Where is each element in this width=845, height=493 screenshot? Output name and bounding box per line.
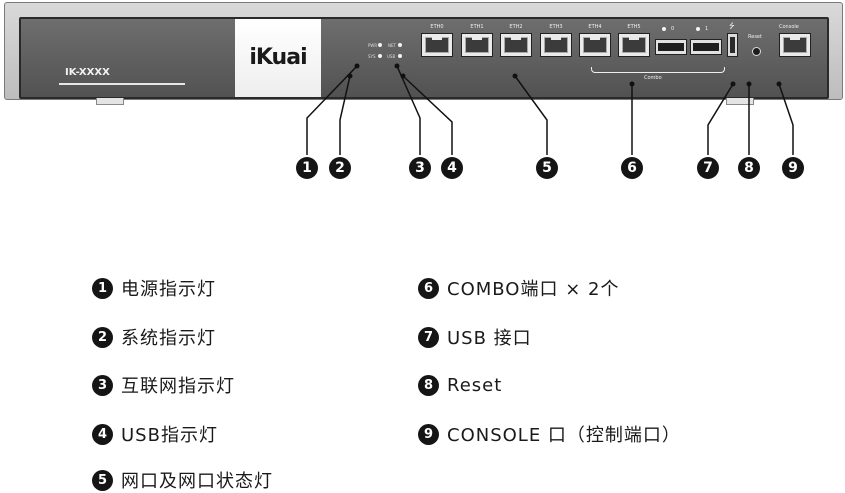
- sfp1-led: [696, 27, 700, 31]
- callout-8: 8: [738, 157, 760, 179]
- combo-label: Combo: [644, 75, 662, 81]
- combo-bracket: [591, 67, 725, 73]
- legend-number-6: 6: [418, 277, 439, 299]
- led-sys: [378, 54, 382, 58]
- callout-2: 2: [329, 157, 351, 179]
- callout-9: 9: [782, 157, 804, 179]
- legend-item-1: 1 电源指示灯: [92, 276, 216, 300]
- router-front-panel: IK-XXXX iKuai PWR NET SYS USB ETH0 ETH1 …: [4, 2, 843, 100]
- callout-7: 7: [697, 157, 719, 179]
- leader-3: [396, 65, 421, 155]
- legend-number-2: 2: [92, 326, 113, 348]
- leader-4: [402, 75, 453, 155]
- legend-number-3: 3: [92, 374, 113, 396]
- usb-symbol-icon: ⭍: [729, 22, 735, 30]
- led-label-sys: SYS: [368, 54, 376, 59]
- eth0-label: ETH0: [430, 24, 444, 30]
- legend-text-4: USB指示灯: [121, 425, 218, 446]
- usb-port: [727, 33, 738, 57]
- legend-number-8: 8: [418, 374, 439, 396]
- legend-item-9: 9 CONSOLE 口（控制端口）: [418, 422, 681, 446]
- device-foot-left: [96, 98, 124, 105]
- callout-3: 3: [409, 157, 431, 179]
- leader-9: [778, 83, 794, 155]
- led-label-pwr: PWR: [368, 43, 378, 48]
- legend-number-7: 7: [418, 326, 439, 348]
- eth3-port: [540, 33, 572, 57]
- callout-1: 1: [296, 157, 318, 179]
- model-underline: [59, 83, 185, 85]
- legend-text-8: Reset: [447, 374, 503, 396]
- legend-item-2: 2 系统指示灯: [92, 325, 216, 349]
- eth4-port: [579, 33, 611, 57]
- leader-2: [339, 75, 351, 155]
- led-usb: [398, 54, 402, 58]
- legend-item-3: 3 互联网指示灯: [92, 373, 235, 397]
- eth0-port: [421, 33, 453, 57]
- legend-item-5: 5 网口及网口状态灯: [92, 468, 273, 492]
- model-name: IK-XXXX: [65, 67, 110, 78]
- eth3-label: ETH3: [549, 24, 563, 30]
- brand-plate: iKuai: [235, 19, 321, 97]
- legend-number-5: 5: [92, 469, 113, 491]
- console-port: [779, 33, 811, 57]
- sfp0-label: 0: [671, 26, 675, 32]
- leader-1: [306, 65, 358, 155]
- legend-number-9: 9: [418, 423, 439, 445]
- sfp0-port: [655, 39, 687, 55]
- callout-leader-lines: [306, 63, 794, 155]
- legend-item-8: 8 Reset: [418, 373, 502, 397]
- legend-number-1: 1: [92, 277, 113, 299]
- eth1-port: [461, 33, 493, 57]
- eth2-port: [500, 33, 532, 57]
- led-pwr: [378, 43, 382, 47]
- led-net: [398, 43, 402, 47]
- legend-text-5: 网口及网口状态灯: [121, 471, 273, 492]
- legend-item-6: 6 COMBO端口 × 2个: [418, 276, 619, 300]
- callout-4: 4: [441, 157, 463, 179]
- legend-item-7: 7 USB 接口: [418, 325, 532, 349]
- sfp1-port: [690, 39, 722, 55]
- reset-button-hole: [752, 47, 761, 56]
- eth2-label: ETH2: [509, 24, 523, 30]
- sfp1-label: 1: [705, 26, 709, 32]
- legend-text-7: USB 接口: [447, 328, 532, 349]
- callout-5: 5: [536, 157, 558, 179]
- legend-text-9: CONSOLE 口（控制端口）: [447, 425, 681, 446]
- legend-item-4: 4 USB指示灯: [92, 422, 218, 446]
- leader-7: [707, 83, 734, 155]
- leader-5: [514, 75, 548, 155]
- legend-text-2: 系统指示灯: [121, 328, 216, 349]
- sfp0-led: [662, 27, 666, 31]
- legend-text-3: 互联网指示灯: [121, 376, 235, 397]
- eth5-label: ETH5: [627, 24, 641, 30]
- panel-face: IK-XXXX iKuai PWR NET SYS USB ETH0 ETH1 …: [19, 17, 829, 99]
- console-label: Console: [779, 24, 799, 30]
- reset-label: Reset: [748, 34, 762, 40]
- led-label-usb: USB: [387, 54, 396, 59]
- legend-text-6: COMBO端口 × 2个: [447, 279, 620, 300]
- legend-number-4: 4: [92, 423, 113, 445]
- brand-logo: iKuai: [249, 45, 307, 70]
- eth5-port: [618, 33, 650, 57]
- eth4-label: ETH4: [588, 24, 602, 30]
- eth1-label: ETH1: [470, 24, 484, 30]
- led-label-net: NET: [388, 43, 396, 48]
- legend-text-1: 电源指示灯: [121, 279, 216, 300]
- device-foot-right: [726, 98, 754, 105]
- callout-6: 6: [621, 157, 643, 179]
